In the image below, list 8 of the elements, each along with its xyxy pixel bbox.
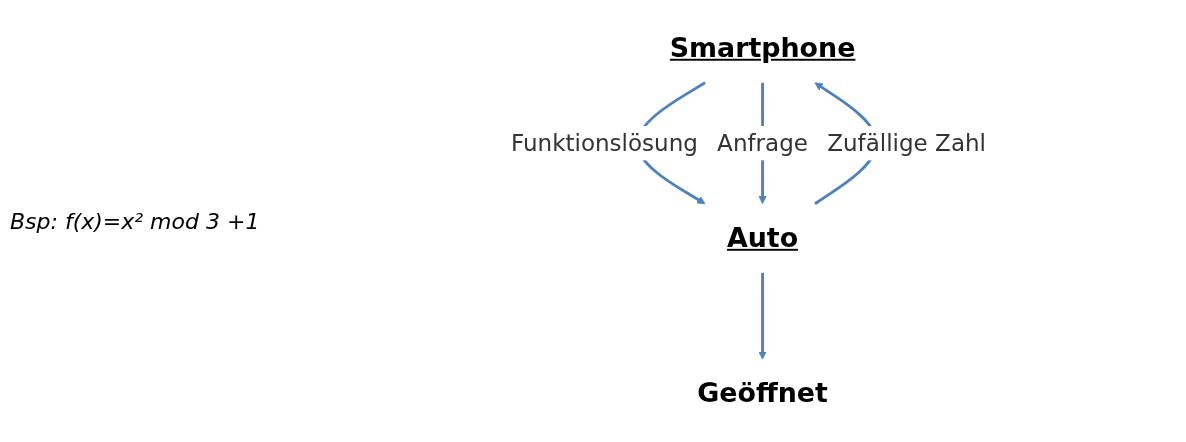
edge-label: Funktionslösung (510, 129, 698, 157)
arrow (757, 272, 767, 360)
edge-label: Anfrage (716, 129, 808, 157)
node-text: Auto (726, 221, 798, 254)
node-text: Smartphone (669, 31, 855, 64)
node-text: Geöffnet (696, 377, 828, 410)
edge-label: Zufällige Zahl (826, 129, 986, 157)
example-note: Bsp: f(x)=x² mod 3 +1 (10, 208, 261, 234)
